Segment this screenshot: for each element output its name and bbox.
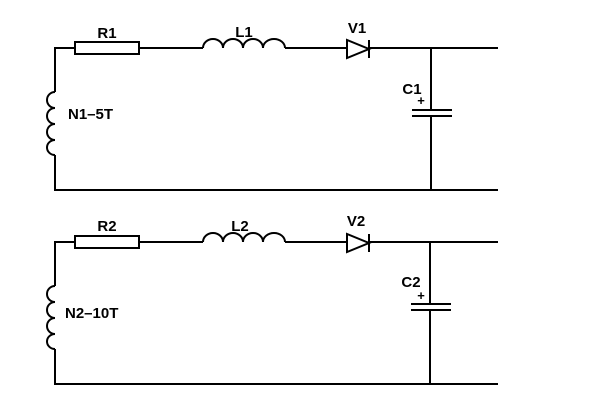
circuit-1: R1 L1 V1 C1 + N1–5T	[46, 20, 498, 191]
diode-v1-label: V1	[348, 20, 366, 37]
capacitor-c2	[411, 303, 451, 311]
wire-top-left-1	[54, 47, 75, 92]
capacitor-c1	[412, 109, 452, 117]
capacitor-c1-label: C1	[402, 81, 421, 98]
winding-n2	[46, 285, 56, 350]
inductor-l2	[202, 232, 286, 243]
diode-v2-label: V2	[347, 213, 365, 230]
capacitor-c2-polarity: +	[417, 288, 425, 303]
wire-bottom-rail-1	[54, 155, 498, 191]
resistor-r1-label: R1	[97, 25, 116, 42]
resistor-r1	[74, 41, 140, 55]
winding-n1-label: N1–5T	[68, 106, 113, 123]
inductor-l1-label: L1	[235, 24, 253, 41]
circuit-2: R2 L2 V2 C2 + N2–10T	[46, 213, 498, 385]
diode-v2	[346, 232, 372, 254]
capacitor-c1-polarity: +	[417, 93, 425, 108]
inductor-l1	[202, 38, 286, 49]
inductor-l2-label: L2	[231, 218, 249, 235]
winding-n1	[46, 91, 56, 156]
wire-bottom-rail-2	[54, 349, 498, 385]
winding-n2-label: N2–10T	[65, 305, 118, 322]
capacitor-c2-label: C2	[401, 274, 420, 291]
resistor-r2-label: R2	[97, 218, 116, 235]
resistor-r2	[74, 235, 140, 249]
wire-top-left-2	[54, 241, 75, 286]
diode-v1	[346, 38, 372, 60]
